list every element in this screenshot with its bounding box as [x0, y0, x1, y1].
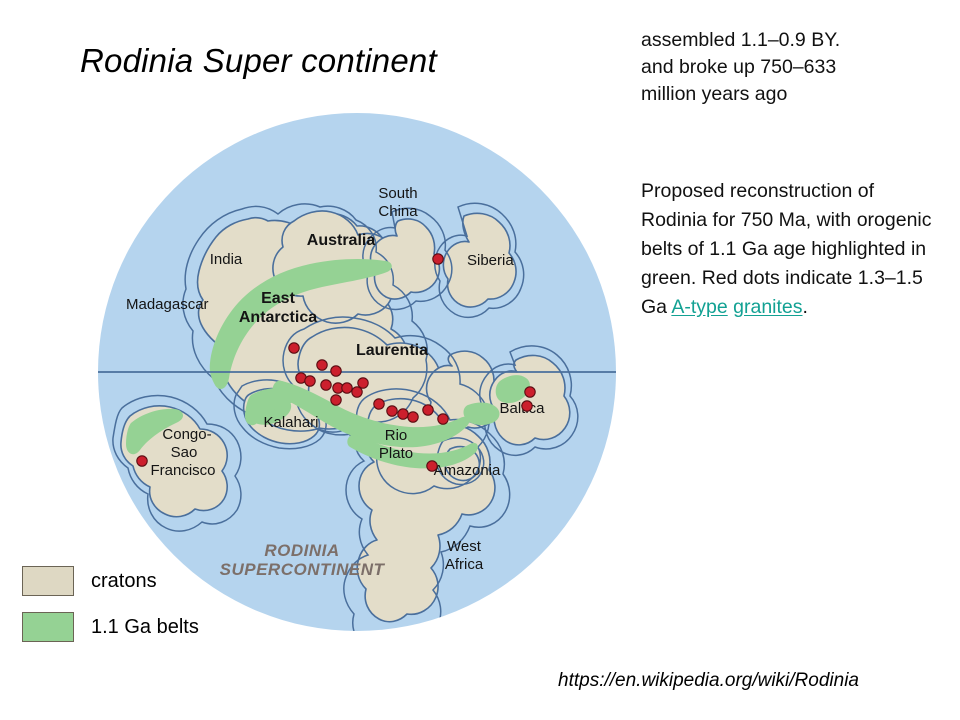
- granite-dot: [432, 253, 444, 265]
- assembly-note-line-3: million years ago: [641, 83, 788, 105]
- assembly-note-line-2: and broke up 750–633: [641, 56, 837, 78]
- belt-kalahari: [244, 387, 300, 426]
- description-text-before-links: Proposed reconstruction of Rodinia for 7…: [641, 180, 932, 318]
- granite-dot: [330, 365, 342, 377]
- granite-dot: [524, 386, 536, 398]
- source-url: https://en.wikipedia.org/wiki/Rodinia: [558, 670, 859, 691]
- assembly-note-line-1: assembled 1.1–0.9 BY.: [641, 29, 841, 51]
- map-label-antarctica: Antarctica: [239, 309, 317, 326]
- granite-dot: [386, 405, 398, 417]
- granite-dot: [316, 359, 328, 371]
- granite-dot: [521, 400, 533, 412]
- granite-dot: [426, 460, 438, 472]
- a-type-granite-dots: [136, 253, 536, 472]
- legend-label-belts: 1.1 Ga belts: [91, 615, 199, 638]
- continental-shelf-outlines: [112, 202, 579, 631]
- map-label-australia: Australia: [307, 232, 376, 249]
- map-label-rio: Rio: [385, 427, 408, 444]
- orogenic-belts-1-1-ga: [126, 259, 530, 469]
- map-label-south-china-1: South: [378, 185, 417, 202]
- map-label-west: West: [447, 538, 482, 555]
- belt-east-antarctica: [209, 259, 392, 390]
- granite-dot: [136, 455, 148, 467]
- map-label-east: East: [261, 290, 295, 307]
- description-paragraph: Proposed reconstruction of Rodinia for 7…: [641, 177, 941, 322]
- craton-siberia: [442, 212, 517, 308]
- legend-label-cratons: cratons: [91, 569, 157, 592]
- granite-dot: [330, 394, 342, 406]
- map-labels: South China Australia Siberia India East…: [126, 185, 545, 573]
- legend-item-belts: 1.1 Ga belts: [22, 604, 199, 650]
- granite-dot: [320, 379, 332, 391]
- map-watermark-line-1: RODINIA: [264, 541, 339, 560]
- legend-swatch-cratons: [22, 566, 74, 596]
- description-text-after-links: .: [802, 296, 808, 318]
- map-legend: cratons 1.1 Ga belts: [22, 558, 199, 650]
- map-label-africa: Africa: [445, 556, 484, 573]
- rodinia-map-figure: RODINIA SUPERCONTINENT South China Austr…: [98, 113, 616, 631]
- granite-dot: [357, 377, 369, 389]
- belt-grenville-laurentia: [272, 380, 470, 448]
- belt-laurentia-east: [463, 402, 500, 426]
- granite-dot: [397, 408, 409, 420]
- granite-dot: [407, 411, 419, 423]
- map-label-kalahari: Kalahari: [263, 414, 318, 431]
- map-watermark-line-2: SUPERCONTINENT: [220, 560, 386, 579]
- granite-dot: [351, 386, 363, 398]
- granite-dot: [304, 375, 316, 387]
- map-label-siberia: Siberia: [467, 252, 514, 269]
- map-label-india: India: [210, 251, 243, 268]
- map-label-laurentia: Laurentia: [356, 342, 428, 359]
- granite-dot: [373, 398, 385, 410]
- craton-south-china: [369, 218, 441, 300]
- legend-swatch-belts: [22, 612, 74, 642]
- assembly-note: assembled 1.1–0.9 BY. and broke up 750–6…: [641, 27, 941, 108]
- belt-amazonia: [347, 434, 478, 469]
- map-label-congo: Congo-: [162, 426, 211, 443]
- granite-dot: [288, 342, 300, 354]
- map-label-plato: Plato: [379, 445, 413, 462]
- map-label-south-china-2: China: [378, 203, 418, 220]
- granite-dot: [422, 404, 434, 416]
- map-label-sao: Sao: [171, 444, 198, 461]
- map-label-madagascar: Madagascar: [126, 296, 209, 313]
- map-label-amazonia: Amazonia: [434, 462, 501, 479]
- belt-congo: [126, 408, 184, 455]
- granite-dot: [341, 382, 353, 394]
- a-type-link[interactable]: A-type: [671, 296, 728, 318]
- granites-link[interactable]: granites: [733, 296, 803, 318]
- legend-item-cratons: cratons: [22, 558, 199, 604]
- page-title: Rodinia Super continent: [80, 42, 437, 79]
- map-label-francisco: Francisco: [150, 462, 215, 479]
- granite-dot: [437, 413, 449, 425]
- belt-baltica: [495, 375, 530, 404]
